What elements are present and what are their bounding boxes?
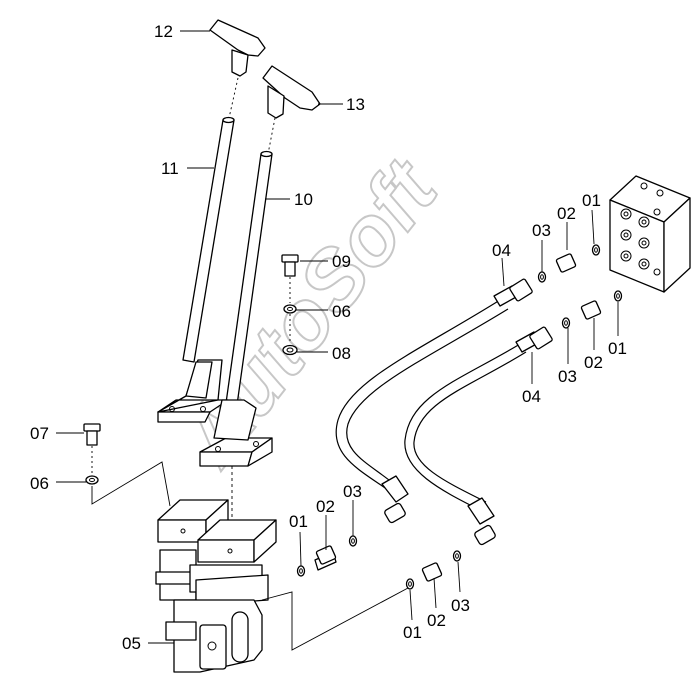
lever-knob-12 xyxy=(209,19,266,119)
callout-02-valve-upper: 02 xyxy=(316,497,335,516)
pilot-valve-05 xyxy=(155,499,277,673)
washer-06-lower xyxy=(85,475,99,485)
washer-06-upper xyxy=(283,304,297,344)
adapter-02-valve-upper xyxy=(314,545,337,571)
callout-10: 10 xyxy=(294,190,313,209)
callout-08: 08 xyxy=(332,344,351,363)
mounting-leader-line xyxy=(91,461,171,507)
callout-01-valve-lower: 01 xyxy=(403,623,422,642)
o-ring-03-valve-upper xyxy=(348,535,358,547)
bolt-09 xyxy=(281,254,299,303)
callout-05: 05 xyxy=(122,634,141,653)
lever-knob-13 xyxy=(262,65,321,155)
washer-08 xyxy=(282,344,298,356)
callout-01-valve-upper: 01 xyxy=(289,512,308,531)
callout-07: 07 xyxy=(30,424,49,443)
callout-12: 12 xyxy=(154,22,173,41)
o-ring-03-valve-lower xyxy=(452,550,462,562)
callout-01-block-upper: 01 xyxy=(582,191,601,210)
callout-02-block-upper: 02 xyxy=(557,204,576,223)
o-ring-03-block-lower xyxy=(561,317,571,329)
hose-04-upper xyxy=(335,278,533,524)
callout-03-valve-upper: 03 xyxy=(343,482,362,501)
lever-rod-11 xyxy=(182,116,235,363)
o-ring-01-block-upper xyxy=(591,244,601,256)
callout-02-block-lower: 02 xyxy=(584,353,603,372)
callout-11: 11 xyxy=(161,159,179,178)
manifold-block xyxy=(609,175,691,293)
callout-03-block-lower: 03 xyxy=(558,367,577,386)
o-ring-03-block-upper xyxy=(537,271,547,283)
bolt-07 xyxy=(83,423,101,474)
callout-06-upper: 06 xyxy=(332,302,351,321)
callout-04-upper: 04 xyxy=(492,241,511,260)
callout-02-valve-lower: 02 xyxy=(427,611,446,630)
callout-03-block-upper: 03 xyxy=(532,221,551,240)
callout-leader-lines xyxy=(56,30,619,644)
o-ring-01-block-lower xyxy=(613,290,623,302)
valve-port-leader-line xyxy=(261,587,409,651)
adapter-02-valve-lower xyxy=(421,562,443,582)
lever-bracket-rear xyxy=(157,359,229,423)
o-ring-01-valve-upper xyxy=(296,565,306,577)
callout-labels: 12 13 11 10 09 06 08 07 06 05 04 03 02 0… xyxy=(30,22,627,653)
callout-13: 13 xyxy=(346,95,365,114)
hose-04-lower xyxy=(404,326,553,546)
callout-04-lower: 04 xyxy=(522,387,541,406)
o-ring-01-valve-lower xyxy=(405,578,415,590)
adapter-02-block-upper xyxy=(555,253,577,273)
lever-bracket-front xyxy=(199,399,273,467)
callout-09: 09 xyxy=(332,252,351,271)
adapter-02-block-lower xyxy=(580,300,602,320)
callout-06-lower: 06 xyxy=(30,474,49,493)
callout-03-valve-lower: 03 xyxy=(451,596,470,615)
callout-01-block-lower: 01 xyxy=(608,339,627,358)
